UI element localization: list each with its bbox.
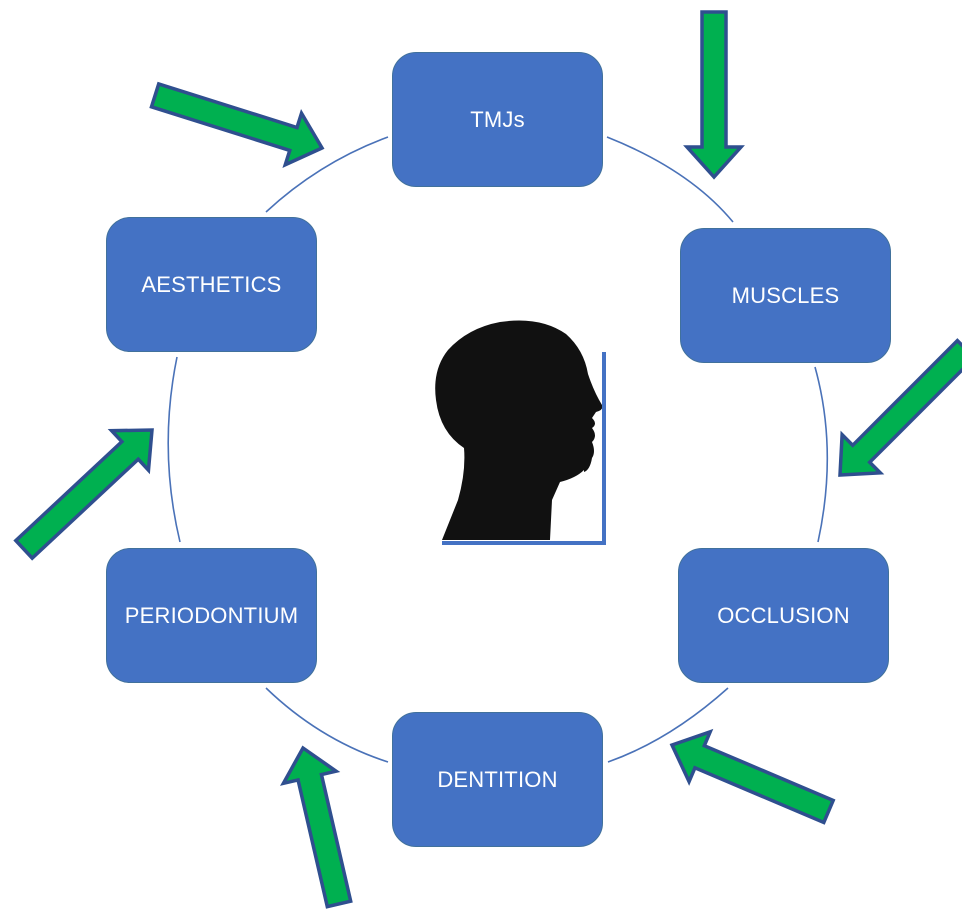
node-dentition: DENTITION — [392, 712, 603, 847]
node-label-periodontium: PERIODONTIUM — [124, 602, 299, 628]
node-label-muscles: MUSCLES — [731, 282, 840, 308]
node-periodontium: PERIODONTIUM — [106, 548, 317, 683]
node-label-occlusion: OCCLUSION — [717, 602, 850, 628]
ring-arc-periodontium-aesthetics — [167, 356, 181, 543]
ring-arc-occlusion-dentition — [607, 687, 729, 763]
cycle-ring — [167, 136, 829, 763]
node-occlusion: OCCLUSION — [678, 548, 889, 683]
arrow-to-periodontium-icon — [280, 745, 353, 909]
ring-arc-tmjs-muscles — [606, 136, 734, 223]
arrow-to-dentition-icon — [669, 728, 836, 825]
arrow-to-tmjs-icon — [149, 81, 325, 168]
node-label-aesthetics: AESTHETICS — [141, 271, 282, 297]
head-profile-silhouette-icon — [435, 320, 606, 545]
ring-arc-aesthetics-tmjs — [265, 136, 389, 213]
arrow-to-aesthetics-icon — [13, 428, 154, 561]
arrows — [13, 10, 962, 909]
node-muscles: MUSCLES — [680, 228, 891, 363]
node-label-tmjs: TMJs — [470, 106, 525, 132]
ring-arc-muscles-occlusion — [814, 366, 829, 543]
ring-arc-dentition-periodontium — [265, 687, 389, 763]
node-aesthetics: AESTHETICS — [106, 217, 317, 352]
arrow-to-muscles-icon — [683, 10, 745, 180]
node-tmjs: TMJs — [392, 52, 603, 187]
node-label-dentition: DENTITION — [437, 766, 558, 792]
arrow-to-occlusion-icon — [838, 338, 962, 477]
